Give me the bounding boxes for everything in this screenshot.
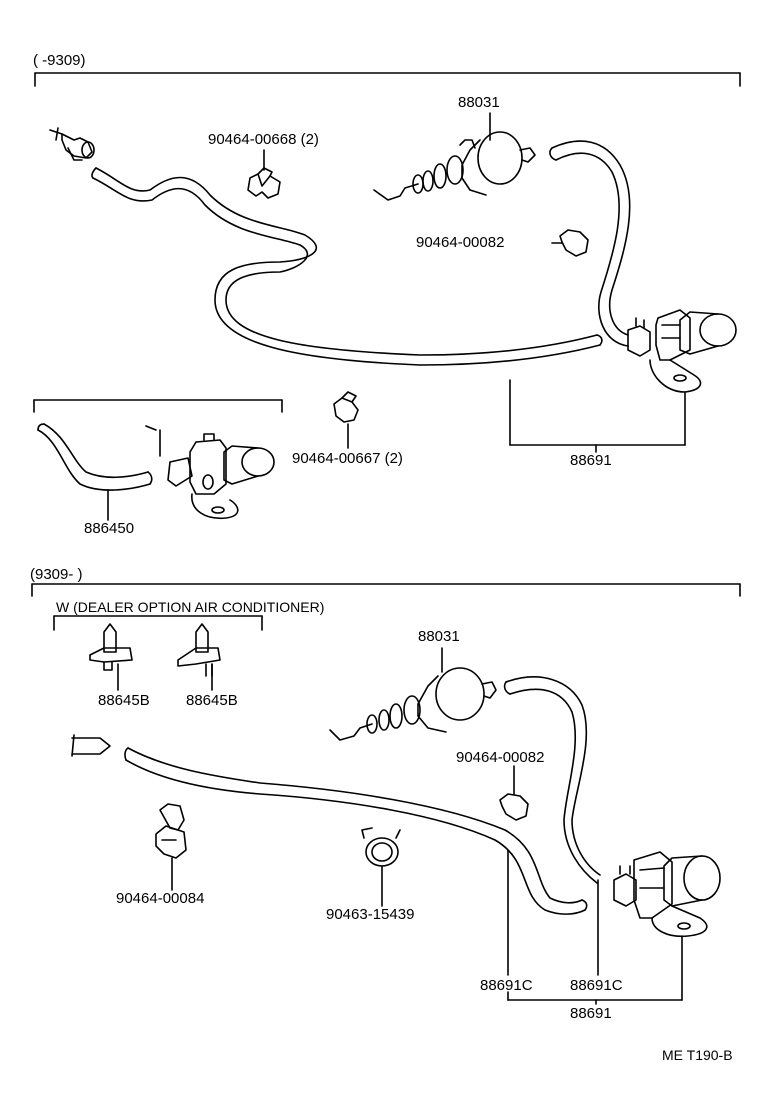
diagram-reference-code: ME T190-B (662, 1047, 733, 1063)
part-label-88691-top: 88691 (570, 452, 612, 469)
hose-clamp-90463-15439 (361, 827, 401, 907)
vacuum-hose-right-bottom (503, 676, 601, 884)
date-range-top: ( -9309) (33, 52, 86, 69)
part-label-886450: 886450 (84, 520, 135, 537)
clip-90464-00082-bottom (499, 765, 529, 821)
vacuum-hose-top (91, 167, 603, 366)
clip-90464-00084 (155, 803, 187, 891)
vacuum-solenoid-88031-top (373, 112, 536, 201)
part-label-90464-00082-bottom: 90464-00082 (456, 749, 545, 766)
hose-stub-bottom-left (71, 734, 111, 757)
part-label-88691c-left: 88691C (480, 977, 533, 994)
clip-90464-00667 (333, 391, 359, 449)
part-label-88645b-left: 88645B (98, 692, 150, 709)
part-label-88645b-right: 88645B (186, 692, 238, 709)
clip-90464-00668 (247, 149, 281, 199)
part-label-88691-bottom: 88691 (570, 1005, 612, 1022)
bracket-88691-bottom (507, 849, 683, 1005)
part-label-90464-00082-top: 90464-00082 (416, 234, 505, 251)
part-label-90464-00084: 90464-00084 (116, 890, 205, 907)
part-label-88031-top: 88031 (458, 94, 500, 111)
dealer-option-note: W (DEALER OPTION AIR CONDITIONER) (56, 599, 325, 615)
part-label-88691c-right: 88691C (570, 977, 623, 994)
tee-fitting-88645b-left (89, 623, 133, 691)
union-fitting-top-left (49, 127, 95, 161)
section-bottom-frame (31, 583, 741, 597)
tee-fitting-88645b-right (177, 623, 221, 691)
bracket-88691-top (509, 379, 686, 453)
vsv-assembly-bottom-right (613, 851, 721, 1001)
inset-hose-and-vsv (37, 423, 275, 521)
part-label-90464-00667: 90464-00667 (2) (292, 450, 403, 467)
part-label-90464-00668: 90464-00668 (2) (208, 131, 319, 148)
vacuum-solenoid-88031-bottom (329, 647, 497, 741)
inset-frame-left (33, 399, 283, 413)
vacuum-hose-right-top (549, 140, 631, 347)
vsv-assembly-top-right (627, 309, 737, 446)
date-range-bottom: (9309- ) (30, 566, 83, 583)
section-top-frame (34, 72, 741, 87)
vacuum-hose-bottom (124, 747, 588, 915)
part-label-88031-bottom: 88031 (418, 628, 460, 645)
dealer-option-frame (53, 615, 263, 631)
part-label-90463-15439: 90463-15439 (326, 906, 415, 923)
clip-90464-00082-top (551, 229, 589, 257)
